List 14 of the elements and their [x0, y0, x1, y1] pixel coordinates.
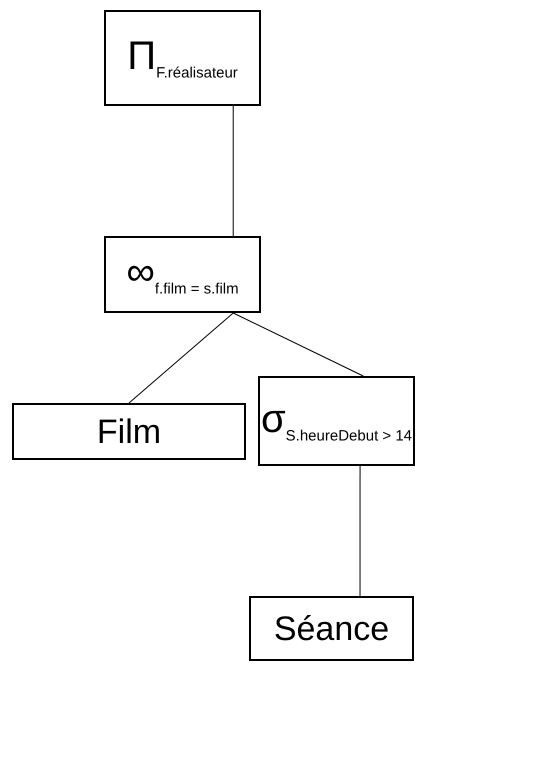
connector-line [232, 106, 234, 236]
operator-box [104, 236, 261, 313]
node-label: σ$_{S.heureDebut > 14}$ [260, 398, 412, 444]
operator-box [12, 403, 246, 460]
node-label: Séance [274, 612, 390, 646]
operator-box [249, 596, 414, 661]
connector-line [360, 466, 361, 596]
node-label: Π$_{F.réalisateur}$ [127, 36, 238, 80]
operator-box [104, 10, 261, 106]
operator-box [258, 376, 415, 466]
connector-line [232, 312, 364, 376]
node-label: Film [96, 414, 162, 448]
node-label: ∞$_{f.film = s.film}$ [126, 252, 239, 297]
connector-line [128, 312, 234, 404]
